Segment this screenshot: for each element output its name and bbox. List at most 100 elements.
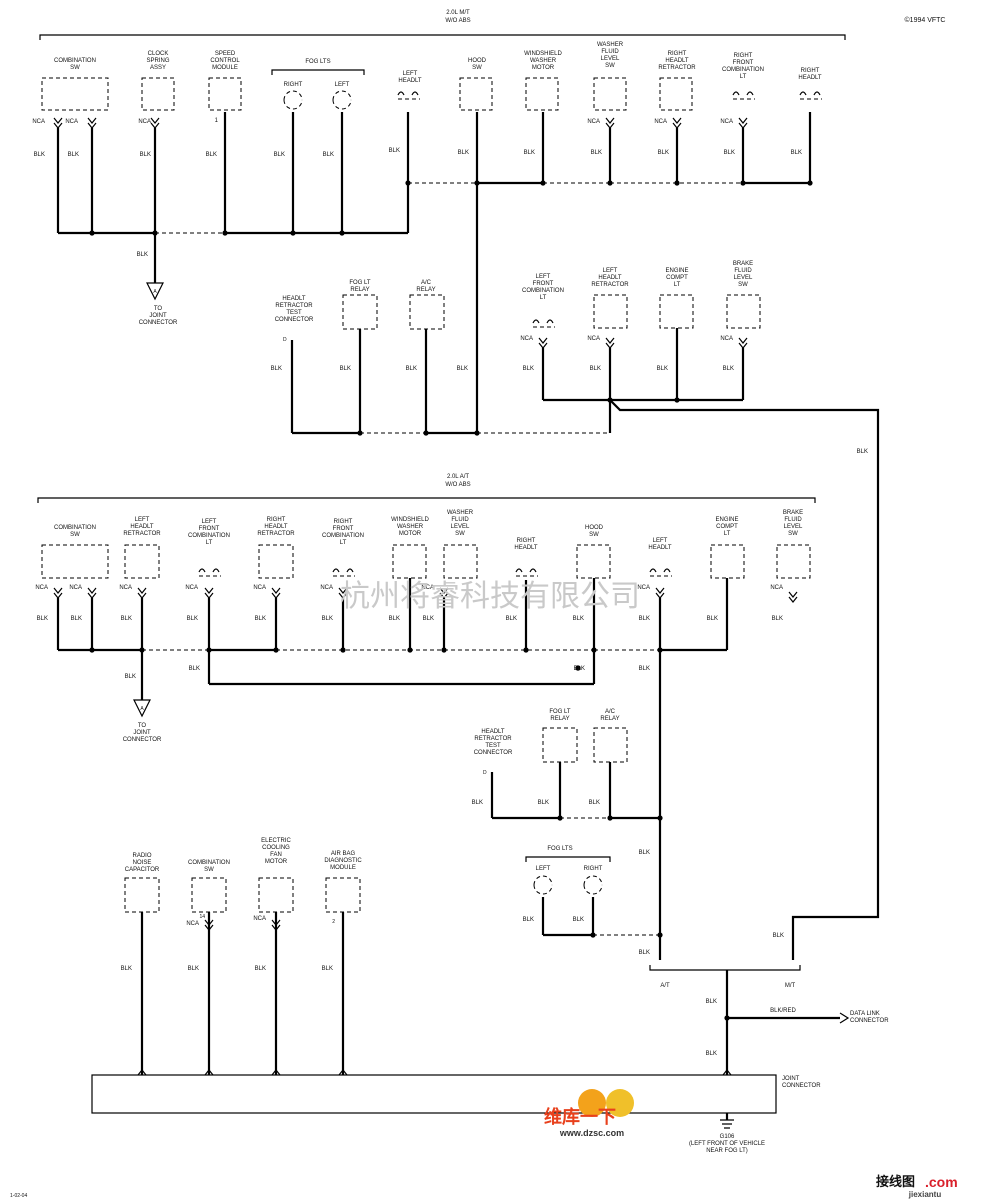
splice-node xyxy=(657,647,663,653)
joint-connector-box xyxy=(91,1074,777,1114)
fog-right-label: RIGHT xyxy=(284,82,303,88)
terminal-pin-2 xyxy=(788,596,798,603)
headlt-lamp xyxy=(799,91,807,96)
blk-label: BLK xyxy=(773,933,784,939)
blk-label: BLK xyxy=(188,966,199,972)
splice-node xyxy=(523,647,529,653)
fog-lamp-lower xyxy=(283,99,303,110)
splice-node xyxy=(607,815,613,821)
splice-node xyxy=(657,932,663,938)
blk-label: BLK xyxy=(639,666,650,672)
watermark-company: 杭州将睿科技有限公司 xyxy=(340,580,640,613)
blk-label: BLK xyxy=(121,966,132,972)
blk-label: BLK xyxy=(406,366,417,372)
blk-label: BLK xyxy=(340,366,351,372)
terminal-pin xyxy=(204,587,214,594)
blk-label: BLK xyxy=(423,616,434,622)
lamp-symbol-2 xyxy=(813,91,821,96)
joint-pin xyxy=(137,1069,147,1076)
left-front-comb-2-lamp xyxy=(198,568,206,573)
joint-pin xyxy=(271,1069,281,1076)
terminal-pin xyxy=(338,587,348,594)
blk-label: BLK xyxy=(187,616,198,622)
fog-lamp-lower xyxy=(583,884,603,895)
blk-label: BLK xyxy=(707,616,718,622)
nca-label: NCA xyxy=(253,916,266,922)
fog-left-2-label: LEFT xyxy=(536,866,551,872)
blk-label: BLK xyxy=(524,150,535,156)
joint-connector-a-marker-2 xyxy=(133,699,151,718)
blk-label: BLK xyxy=(574,666,585,672)
terminal-pin xyxy=(137,587,147,594)
pin-label: D xyxy=(483,770,487,776)
at-mt-bracket xyxy=(649,965,801,971)
blk-label: BLK xyxy=(724,150,735,156)
blk-label: BLK xyxy=(71,616,82,622)
nca-label: NCA xyxy=(320,585,333,591)
pin-label: A xyxy=(140,706,144,712)
splice-node xyxy=(340,647,346,653)
section2-subtitle: W/O ABS xyxy=(445,482,470,488)
fog-lts-2-bracket xyxy=(525,856,611,862)
pin-label: 1 xyxy=(215,118,219,124)
pin-label: 2 xyxy=(332,919,335,925)
fog-lts-bracket xyxy=(271,69,365,75)
blk-label: BLK xyxy=(591,150,602,156)
blk-label: BLK xyxy=(538,800,549,806)
lamp-symbol-2 xyxy=(746,91,754,96)
splice-node xyxy=(89,647,95,653)
engine-compt-lt-2-box xyxy=(710,544,745,579)
splice-node xyxy=(89,230,95,236)
joint-pin xyxy=(338,1069,348,1076)
blk-label: BLK xyxy=(658,150,669,156)
nca-label: NCA xyxy=(770,585,783,591)
component-box xyxy=(525,77,559,111)
lamp-symbol-2 xyxy=(529,568,537,573)
blk-label: BLK xyxy=(458,150,469,156)
engine-compt-lt-box xyxy=(659,294,694,329)
splice-node xyxy=(674,397,680,403)
hood-sw-2-box xyxy=(576,544,611,579)
blk-label: BLK xyxy=(68,152,79,158)
terminal-pin xyxy=(738,117,748,124)
fog-lt-relay-2-box xyxy=(542,727,578,763)
fog-lamp-lower xyxy=(533,884,553,895)
blk-label: BLK xyxy=(523,917,534,923)
nca-label: NCA xyxy=(587,336,600,342)
left-headlt-2-lamp xyxy=(649,568,657,573)
splice-node xyxy=(657,815,663,821)
terminal-pin xyxy=(150,117,160,124)
pin-label: 14 xyxy=(199,914,205,920)
blk-label: BLK xyxy=(34,152,45,158)
splice-node xyxy=(407,647,413,653)
terminal-pin xyxy=(672,117,682,124)
blk-label: BLK xyxy=(772,616,783,622)
blk-label: BLK xyxy=(523,366,534,372)
terminal-pin xyxy=(87,587,97,594)
blk-label: BLK xyxy=(472,800,483,806)
dzsc-url: www.dzsc.com xyxy=(559,1128,624,1138)
blk-label: BLK xyxy=(189,666,200,672)
nca-label: NCA xyxy=(65,119,78,125)
blk-label: BLK xyxy=(322,616,333,622)
fog-right-2-label: RIGHT xyxy=(584,866,603,872)
splice-node xyxy=(575,665,581,671)
mt-label: M/T xyxy=(785,983,796,989)
fog-lamp-lower xyxy=(332,99,352,110)
splice-node xyxy=(591,647,597,653)
blk-label: BLK xyxy=(271,366,282,372)
nca-label: NCA xyxy=(35,585,48,591)
section3-box xyxy=(124,877,160,913)
